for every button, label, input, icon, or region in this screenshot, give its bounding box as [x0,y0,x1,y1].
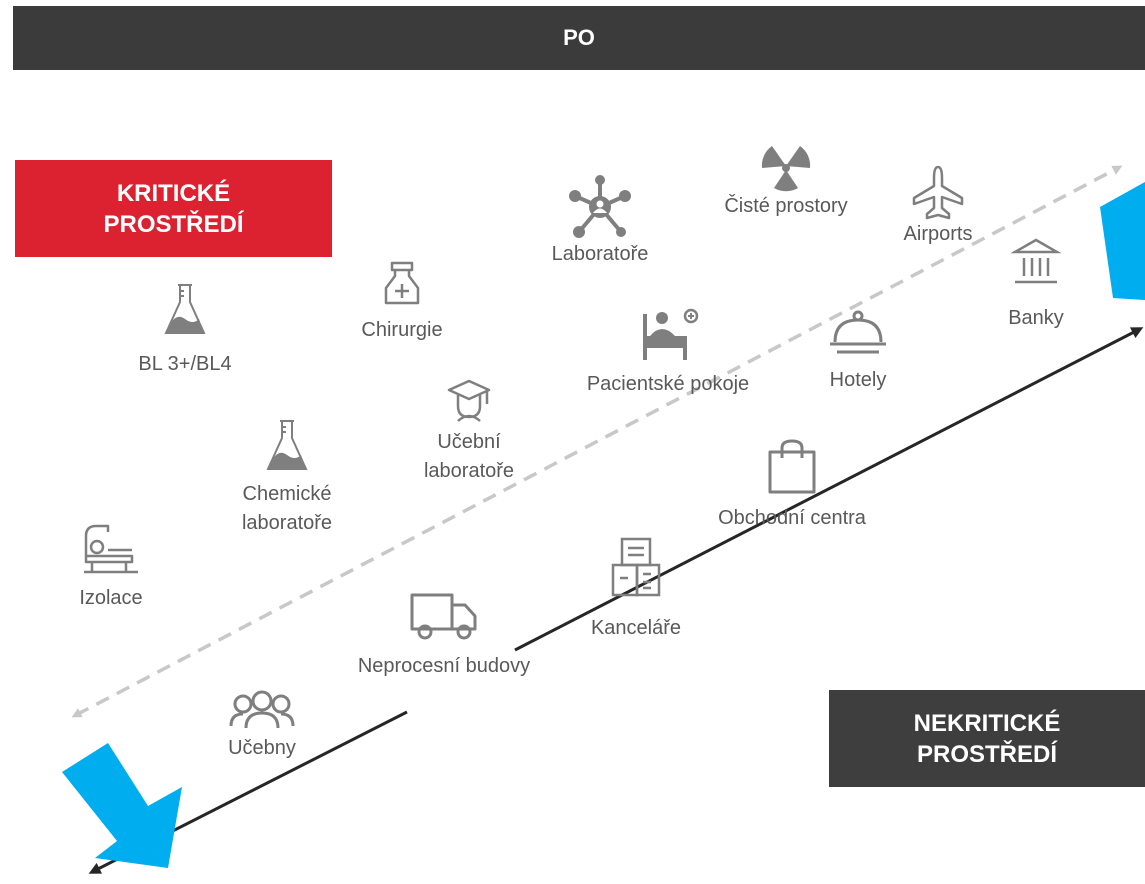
label-bl: BL 3+/BL4 [138,353,232,375]
header-bar: PO [13,6,1145,70]
item-ucebny: Učebny [212,690,312,763]
label-izolace: Izolace [79,587,143,609]
header-title: PO [563,25,595,50]
item-laboratore: Laboratoře [538,174,662,269]
label-ucebni-1: Učební [437,431,501,453]
label-neprocesni-budovy: Neprocesní budovy [357,655,531,677]
item-kancelare: Kanceláře [578,536,694,643]
label-airports: Airports [903,223,973,245]
item-ucebni-laboratore: Učební laboratoře [412,378,526,486]
medicine-bottle-icon [384,261,420,305]
cloche-icon [830,310,886,354]
flask-icon [164,284,206,334]
item-pacientske-pokoje: Pacientské pokoje [566,308,770,399]
label-kancelare: Kanceláře [590,617,682,639]
flask-icon [266,420,308,470]
truck-icon [410,593,477,640]
label-chem-2: laboratoře [241,512,333,534]
label-laboratore: Laboratoře [551,243,649,265]
item-banky: Banky [996,236,1076,333]
network-icon [569,175,631,238]
label-ciste-prostory: Čisté prostory [724,195,848,217]
hospital-bed-icon [643,308,699,360]
label-chirurgie: Chirurgie [361,319,443,341]
solid-diagonal-arrow-upper [514,327,1144,652]
bank-icon [1011,238,1061,284]
label-pacientske-pokoje: Pacientské pokoje [586,373,750,395]
noncritical-line-2: PROSTŘEDÍ [916,740,1057,768]
item-chemicke-laboratore: Chemické laboratoře [226,418,348,538]
label-obchodni-centra: Obchodní centra [718,507,866,529]
item-hotely: Hotely [810,310,906,395]
airplane-icon [912,165,964,220]
radiation-icon [761,146,811,192]
graduate-icon [447,379,491,422]
item-ciste-prostory: Čisté prostory [706,144,866,221]
shopping-bag-icon [768,439,816,494]
label-banky: Banky [1008,307,1064,329]
blue-arrow-bottom-left [62,743,182,868]
label-chem-1: Chemické [242,483,332,505]
item-izolace: Izolace [76,520,146,613]
item-bl: BL 3+/BL4 [122,282,248,379]
item-neprocesni-budovy: Neprocesní budovy [332,590,556,681]
label-ucebny: Učebny [228,737,296,759]
blue-arrow-top-right [1100,182,1145,300]
label-ucebni-2: laboratoře [423,460,515,482]
machine-icon [84,524,138,574]
dashed-diagonal-arrow [71,165,1123,718]
label-hotely: Hotely [829,369,887,391]
item-chirurgie: Chirurgie [346,260,458,345]
office-buildings-icon [611,537,661,597]
item-obchodni-centra: Obchodní centra [702,438,882,533]
group-icon [229,690,295,729]
item-airports: Airports [888,164,988,249]
